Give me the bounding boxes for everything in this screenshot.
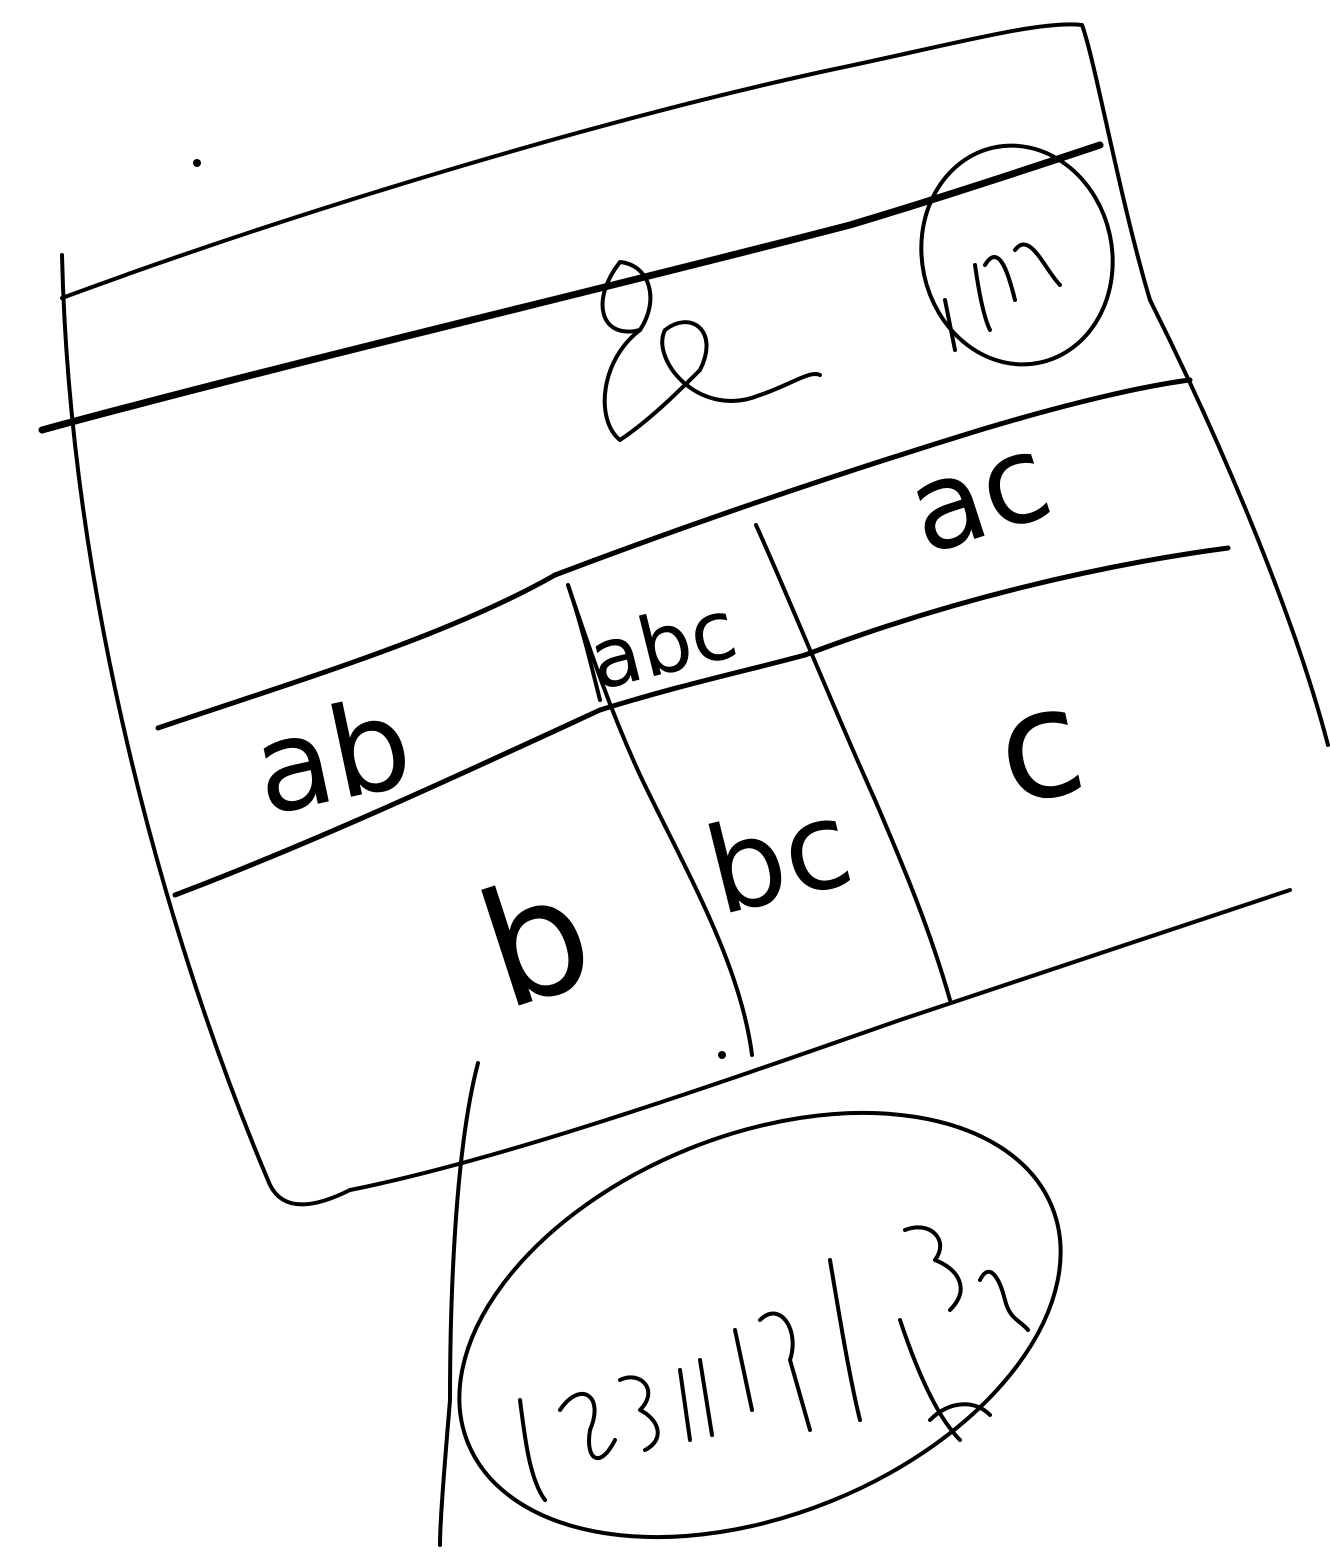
bottom-scribble-strokes — [520, 1227, 1028, 1500]
stray-dot-2 — [718, 1051, 726, 1059]
cell-label-ab: ab — [241, 670, 424, 844]
letter-a-body — [605, 322, 820, 440]
stray-dot-1 — [193, 159, 201, 167]
stray-line — [440, 1063, 478, 1545]
cell-label-c: c — [981, 653, 1098, 840]
marker-circle — [901, 128, 1133, 383]
band-line-4 — [805, 548, 1228, 655]
cell-label-ac: ac — [891, 407, 1067, 582]
cell-label-abc: abc — [580, 582, 746, 710]
marker-stroke-2 — [975, 245, 1060, 330]
band-line-1 — [42, 145, 1100, 430]
band-line-2 — [555, 380, 1190, 575]
letter-a-loop — [603, 262, 651, 332]
cell-divider-right — [756, 525, 950, 1000]
bottom-ellipse — [397, 1031, 1123, 1557]
cell-label-bc: bc — [693, 774, 865, 943]
cell-label-b: b — [459, 837, 613, 1046]
sheet-outline-right — [1150, 300, 1328, 745]
sheet-outline-top — [62, 24, 1150, 300]
